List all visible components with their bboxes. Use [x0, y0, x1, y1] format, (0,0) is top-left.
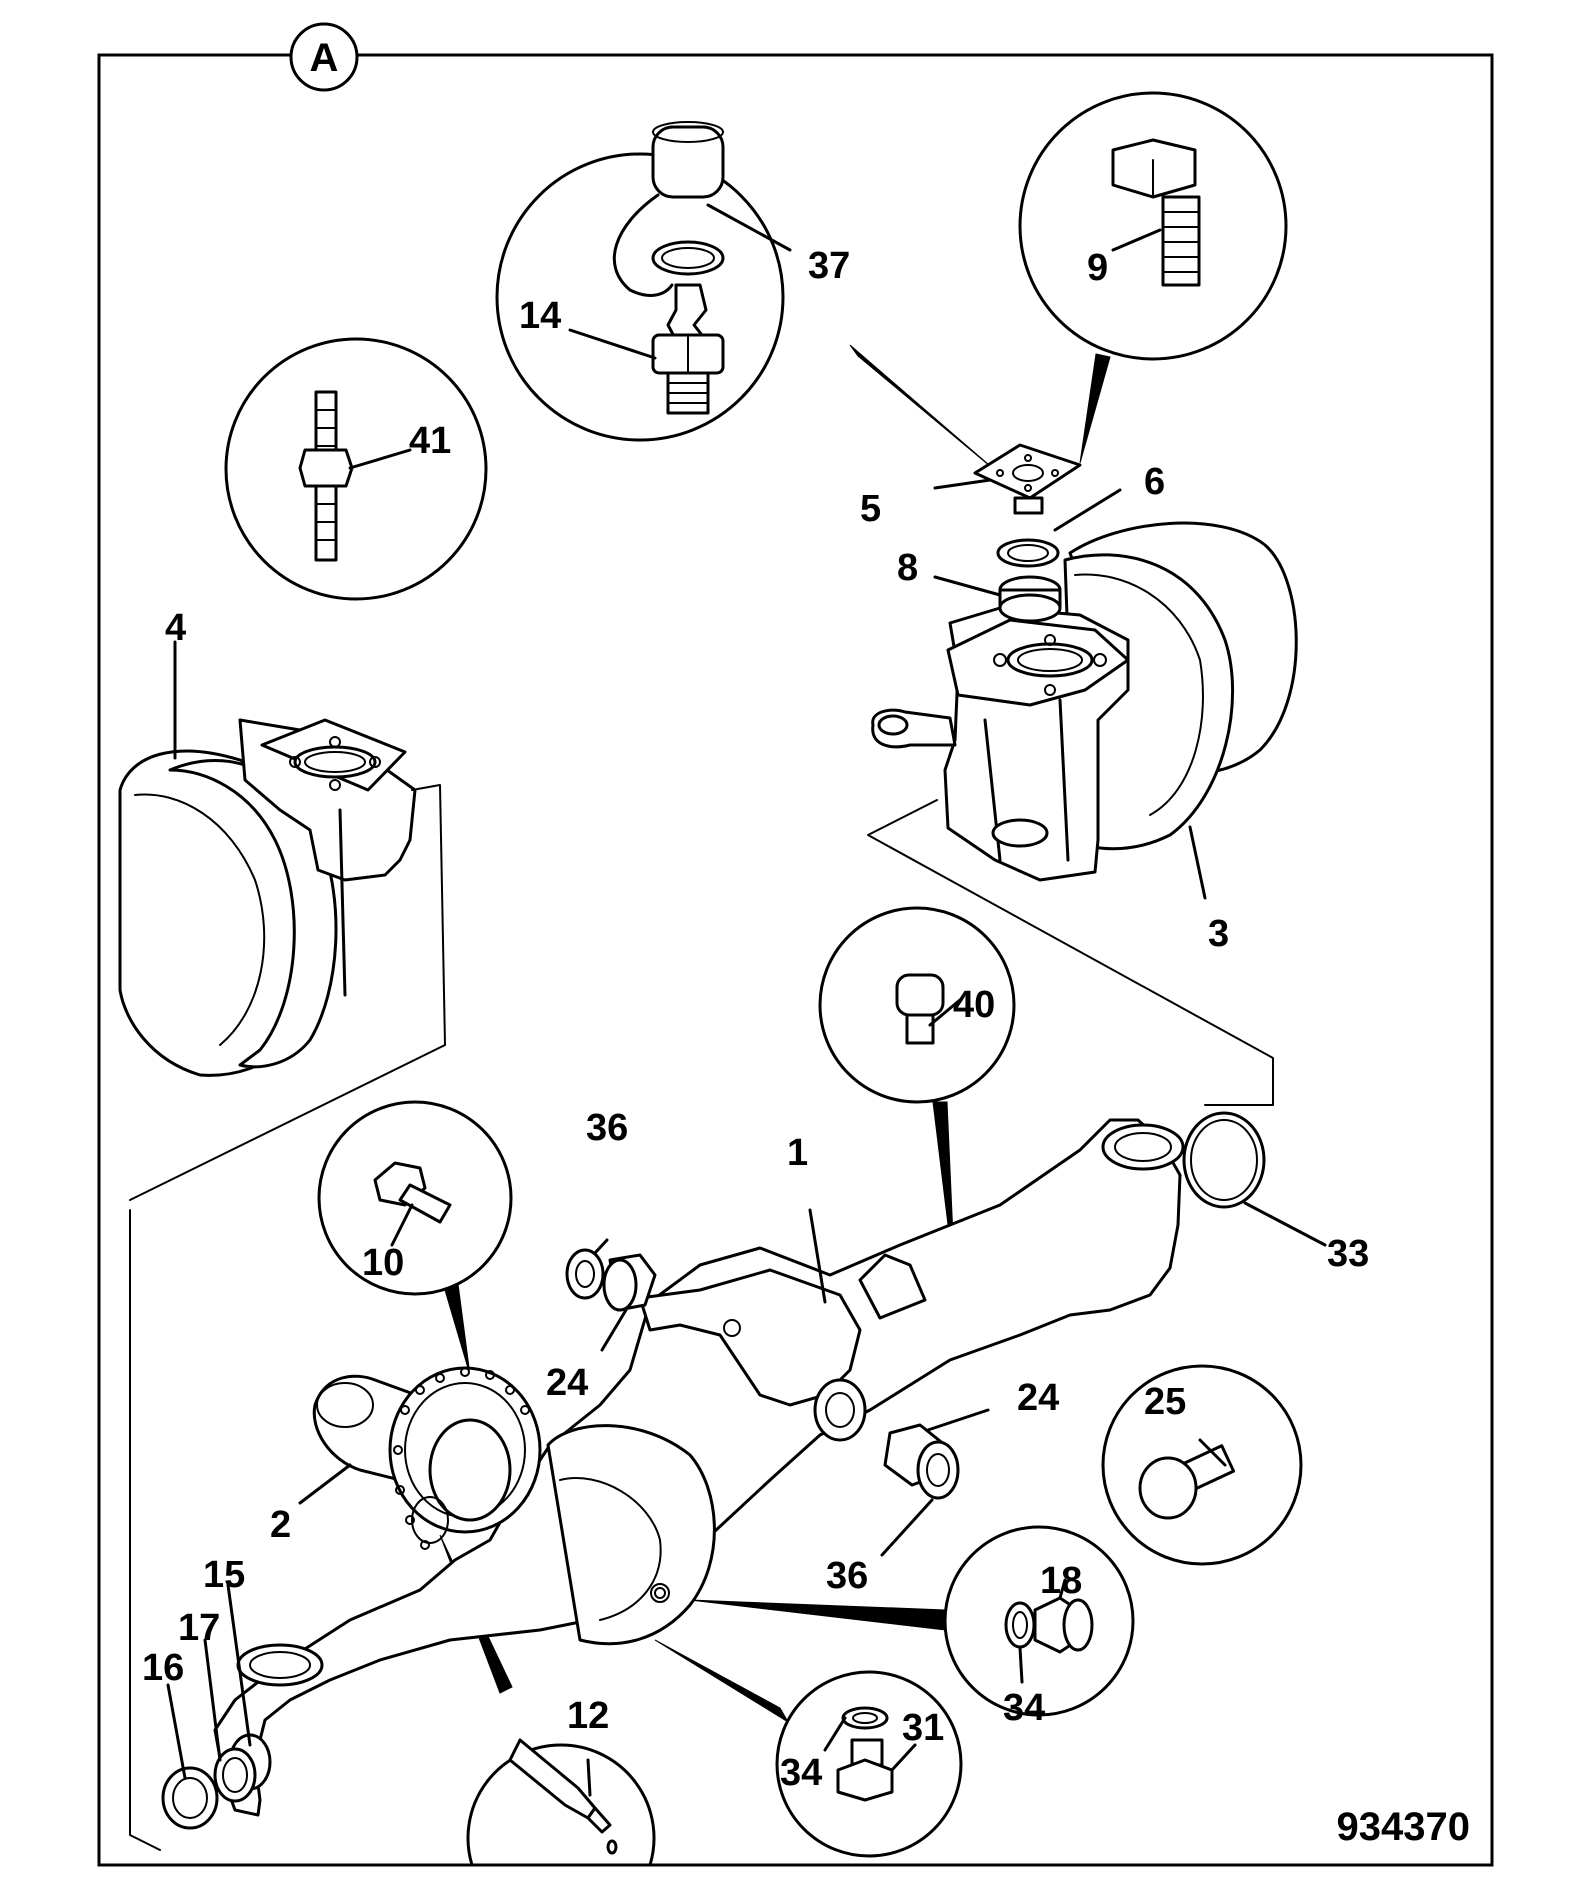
hub-assembly-4 [118, 640, 446, 1201]
label-8: 8 [897, 547, 918, 589]
pinion-flange-2 [298, 1366, 542, 1550]
detail-circle-plug-31 [654, 1639, 963, 1858]
label-37: 37 [808, 245, 850, 287]
label-10: 10 [362, 1242, 404, 1284]
label-14: 14 [519, 295, 561, 337]
label-12: 12 [567, 1695, 609, 1737]
label-16: 16 [142, 1647, 184, 1689]
detail-circle-bolt-40 [818, 906, 1016, 1283]
label-15: 15 [203, 1554, 245, 1596]
detail-wedge-bolt-10 [444, 1283, 471, 1376]
label-24-lower: 24 [1017, 1377, 1059, 1419]
detail-circle-plug-18 [689, 1525, 1135, 1717]
label-40: 40 [953, 984, 995, 1026]
sheet-marker-letter: A [310, 36, 339, 80]
figure-number: 934370 [1337, 1805, 1470, 1849]
label-1: 1 [787, 1132, 808, 1174]
label-33: 33 [1327, 1233, 1369, 1275]
label-6: 6 [1144, 461, 1165, 503]
label-18: 18 [1040, 1560, 1082, 1602]
detail-circle-bolt-9 [1018, 91, 1288, 464]
label-17: 17 [178, 1607, 220, 1649]
label-36-upper: 36 [586, 1107, 628, 1149]
bush-seal-upper [565, 1238, 657, 1352]
label-3: 3 [1208, 913, 1229, 955]
detail-wedge-plug-31 [654, 1639, 789, 1723]
detail-circle-bolt-10 [317, 1100, 513, 1376]
part-labels: 37 14 9 41 6 5 8 4 3 40 36 1 33 10 24 24… [142, 245, 1369, 1794]
detail-wedge-grease-nipple [849, 344, 1004, 478]
detail-circle-grease-nipple [495, 121, 1004, 478]
label-9: 9 [1087, 247, 1108, 289]
detail-circle-plug-25 [1101, 1364, 1303, 1566]
axle-beam-1 [213, 1118, 1185, 1817]
label-24-upper: 24 [546, 1362, 588, 1404]
label-5: 5 [860, 488, 881, 530]
o-ring-33 [1182, 1111, 1327, 1247]
label-4: 4 [165, 607, 186, 649]
detail-wedge-plug-18 [689, 1599, 946, 1631]
detail-circle-stud-41 [224, 337, 488, 601]
label-41: 41 [409, 420, 451, 462]
label-36-lower: 36 [826, 1555, 868, 1597]
seal-stack-left [129, 1209, 272, 1851]
label-25: 25 [1144, 1381, 1186, 1423]
label-34-left: 34 [780, 1752, 822, 1794]
label-31: 31 [902, 1707, 944, 1749]
detail-wedge-bolt-9 [1079, 353, 1111, 464]
bush-seal-lower [880, 1408, 990, 1557]
diagram-frame [97, 53, 1494, 1867]
sheet-marker: A [289, 22, 359, 92]
label-34-right: 34 [1003, 1687, 1045, 1729]
hub-assembly-3 [867, 443, 1298, 1106]
label-2: 2 [270, 1504, 291, 1546]
